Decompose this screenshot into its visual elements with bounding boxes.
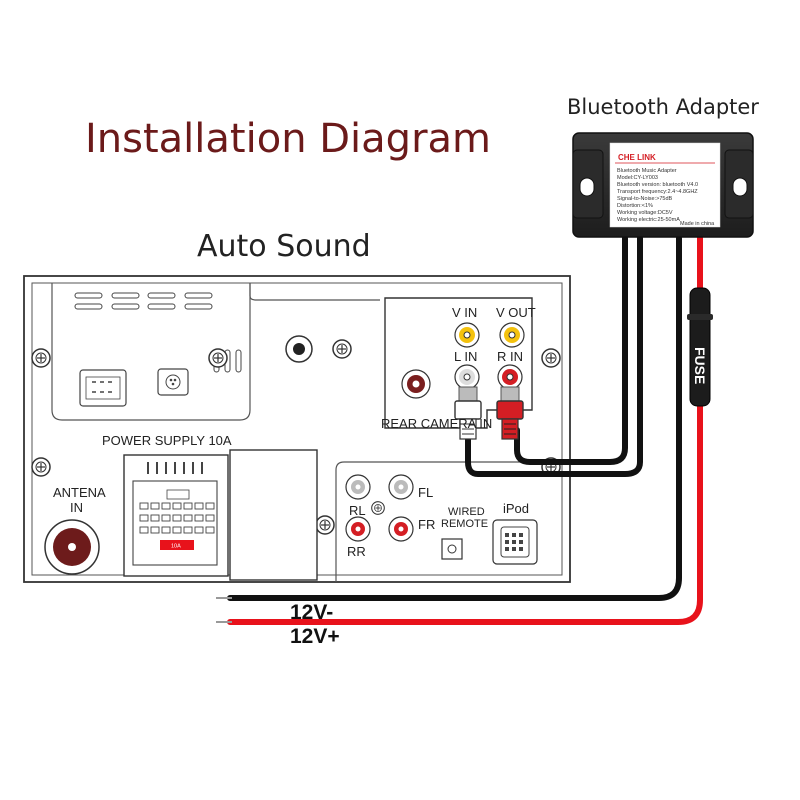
adapter-line-2: Model:CY-LY003 [617,175,658,181]
remote-label: REMOTE [441,518,488,530]
l-in-label: L IN [454,349,477,364]
negative-wire-label: 12V- [290,601,333,624]
rl-label: RL [349,503,366,518]
rca-plug-red [496,386,524,440]
adapter-cables [227,235,703,625]
bluetooth-adapter: CHE LINK Bluetooth Music Adapter Model:C… [572,132,754,238]
rr-label: RR [347,544,366,559]
fl-label: FL [418,485,433,500]
ipod-label: iPod [503,501,529,516]
rear-camera-label: REAR CAMERA IN [381,416,492,431]
antenna-port: ANTENA IN [44,485,106,575]
power-supply-connector: POWER SUPPLY 10A 10A [102,433,318,581]
adapter-line-4: Transport frequency:2.4~4.8GHZ [617,189,698,195]
speaker-output-block: FL RL FR RR WIRED REMOTE iPod [335,461,562,582]
adapter-line-7: Working voltage:DC5V [617,210,673,216]
rca-input-block: V IN V OUT L IN R IN [384,297,536,429]
antenna-in-label: IN [70,500,83,515]
rca-plug-white [454,386,482,440]
wire-leads [216,597,232,623]
adapter-label-sticker [609,142,721,228]
fuse-label: FUSE [692,347,708,384]
adapter-heading: Bluetooth Adapter [567,95,759,119]
diagram-title: Installation Diagram [85,116,491,162]
r-in-label: R IN [497,349,523,364]
fr-label: FR [418,517,435,532]
fuse-tag-label: 10A [171,544,181,550]
v-in-label: V IN [452,305,477,320]
adapter-line-3: Bluetooth version: bluetooth V4.0 [617,182,698,188]
positive-wire-label: 12V+ [290,625,340,648]
adapter-made-in: Made in china [680,221,715,227]
adapter-line-5: Signal-to-Noise:>75dB [617,196,673,202]
power-supply-label: POWER SUPPLY 10A [102,433,232,448]
adapter-line-1: Bluetooth Music Adapter [617,168,677,174]
v-out-label: V OUT [496,305,536,320]
wired-label: WIRED [448,506,485,518]
adapter-line-8: Working electric:25-50mA [617,217,680,223]
unit-title: Auto Sound [197,229,371,264]
adapter-line-6: Distortion:<1% [617,203,653,209]
antenna-label: ANTENA [53,485,106,500]
adapter-brand: CHE LINK [618,153,656,162]
fuse-holder: FUSE [687,287,713,407]
